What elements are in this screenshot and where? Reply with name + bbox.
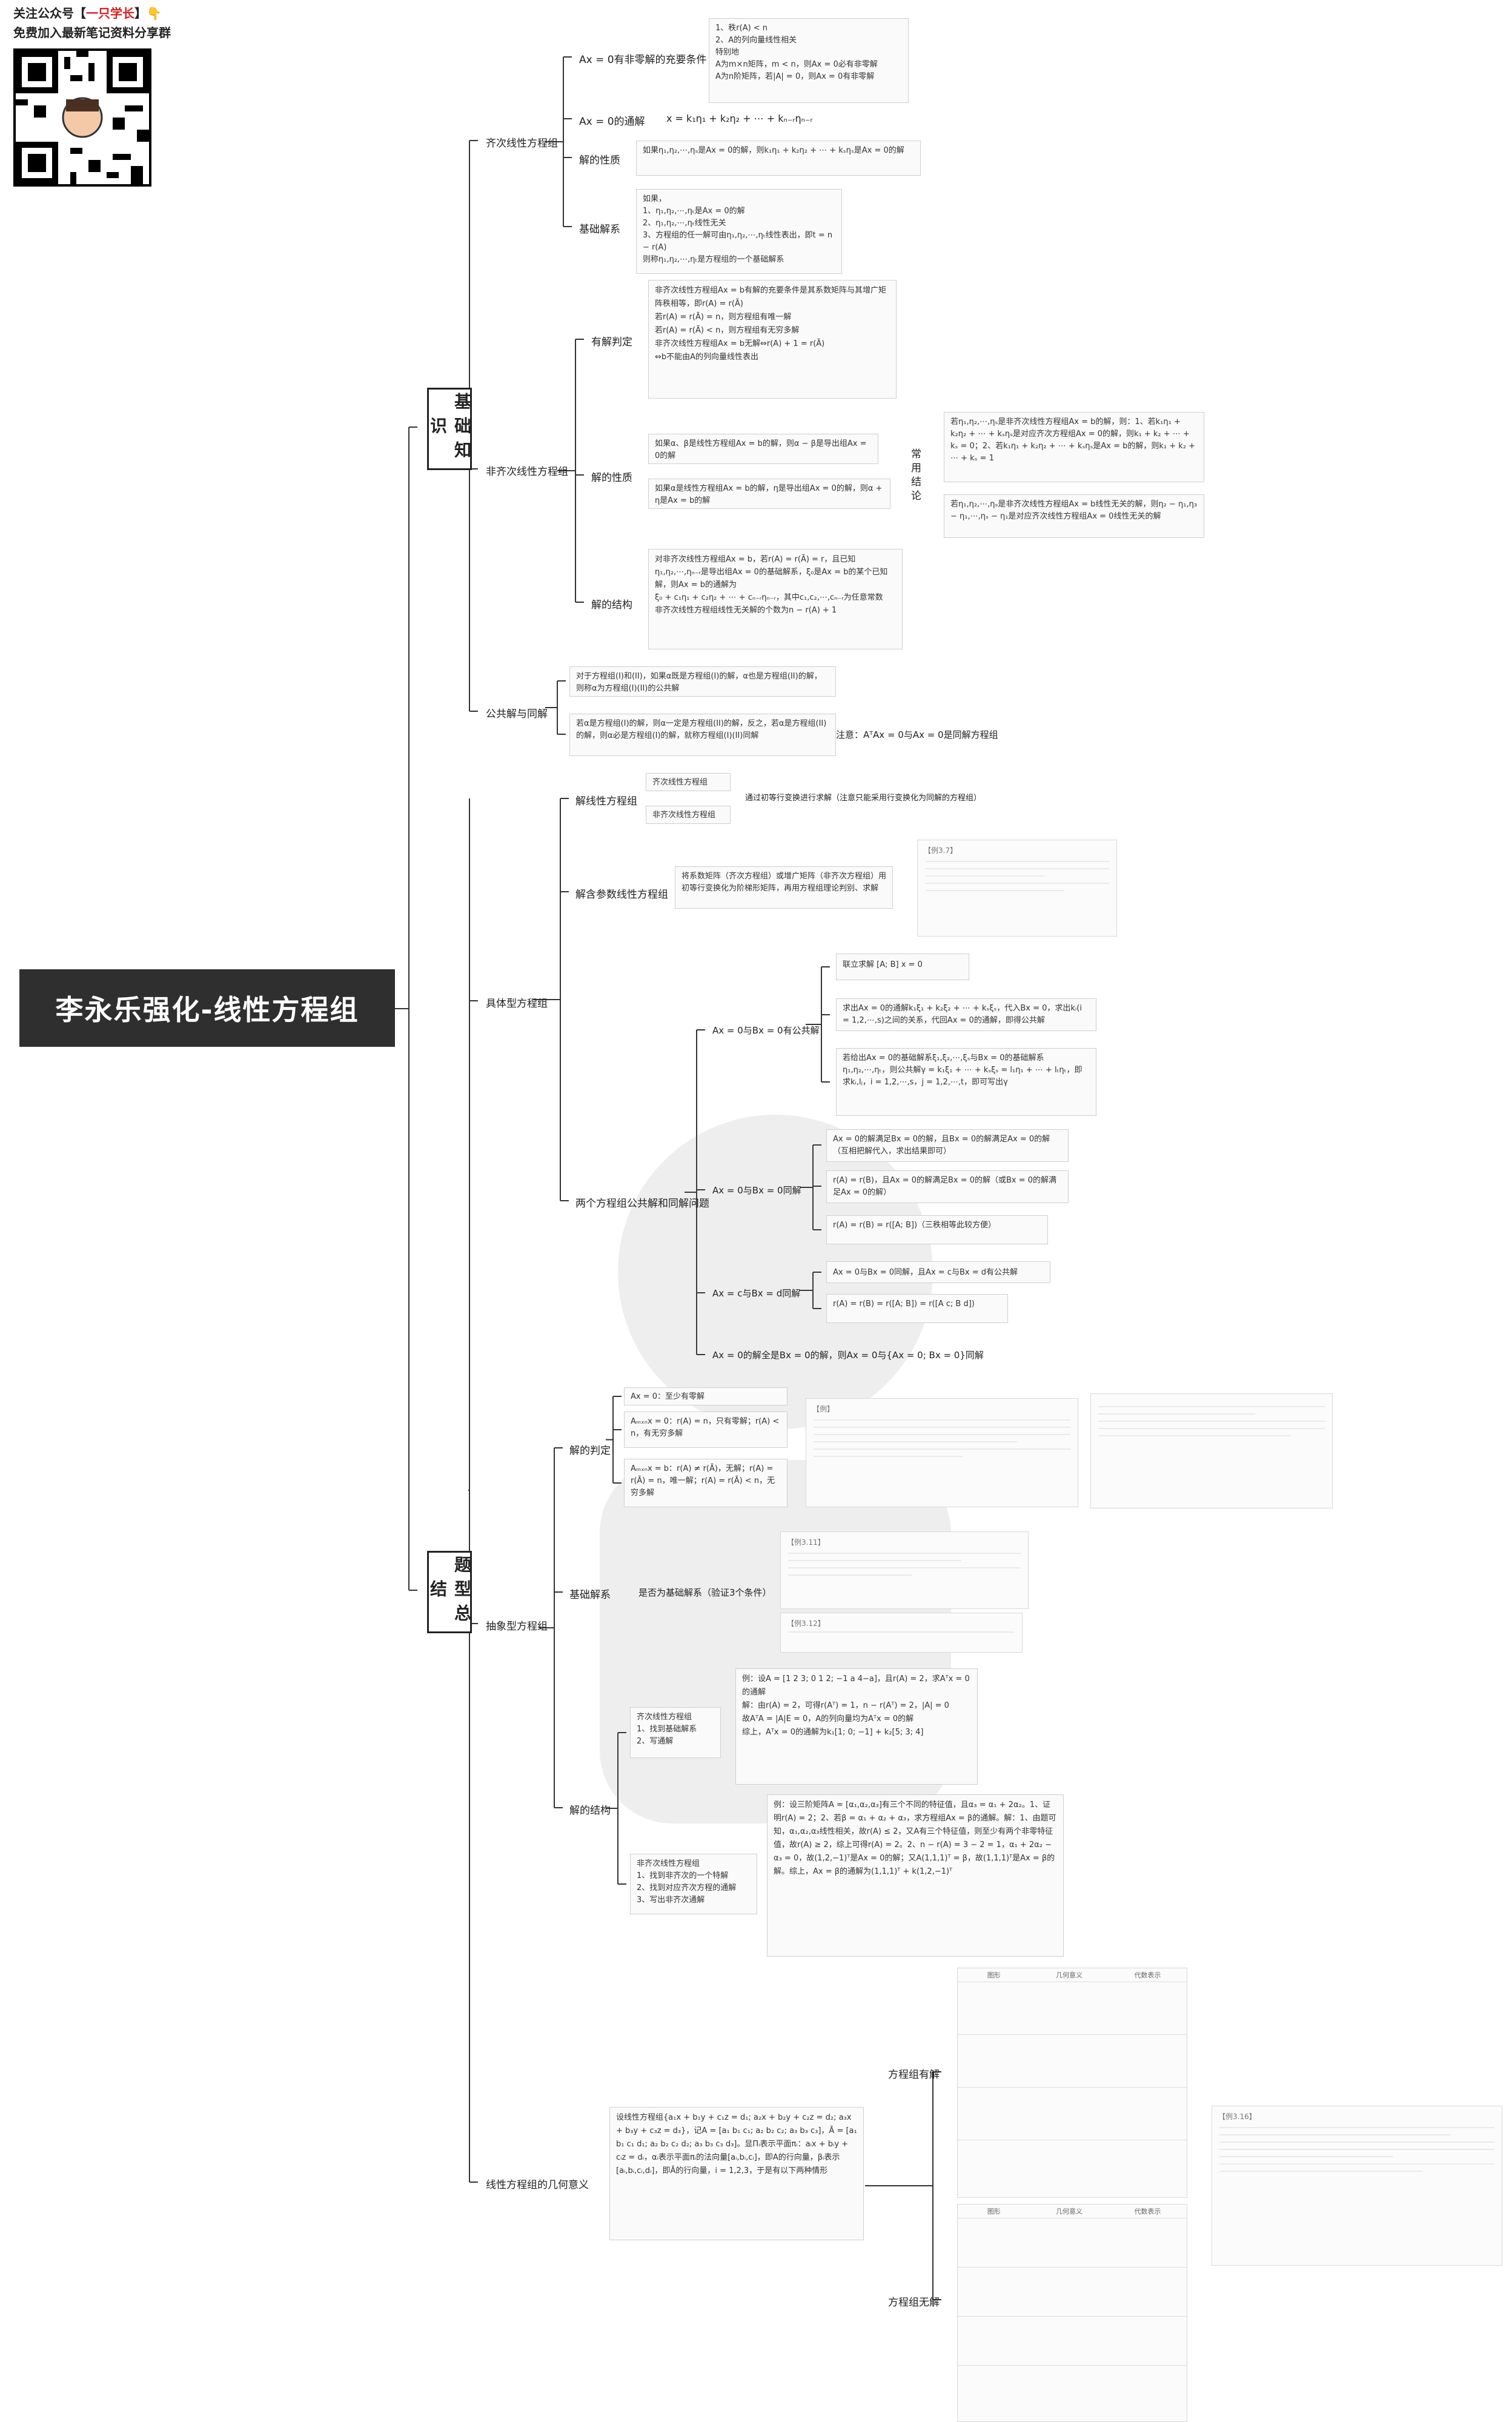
example-fund-figure-a[interactable]: 【例3.11】 [780, 1531, 1029, 1609]
node-general-solution[interactable]: Ax = 0的通解 [579, 116, 645, 128]
common-q1-label[interactable]: Ax = 0与Bx = 0有公共解 [712, 1025, 820, 1036]
fundamental-system-detail: 如果， 1、η₁,η₂,⋯,ηₜ是Ax = 0的解 2、η₁,η₂,⋯,ηₜ线性… [636, 189, 842, 274]
common-solution-note: 注意：AᵀAx = 0与Ax = 0是同解方程组 [836, 729, 998, 740]
example-parametric-figure[interactable]: 【例3.7】 [917, 840, 1117, 937]
node-geometry[interactable]: 线性方程组的几何意义 [486, 2179, 589, 2191]
node-common-two-systems[interactable]: 两个方程组公共解和同解问题 [575, 1198, 709, 1210]
follow-suffix: 】 [134, 6, 147, 21]
general-solution-formula: x = k₁η₁ + k₂η₂ + ⋯ + kₙ₋ᵣηₙ₋ᵣ [666, 113, 813, 124]
node-common-solution[interactable]: 公共解与同解 [486, 708, 548, 720]
node-nonzero-condition[interactable]: Ax = 0有非零解的充要条件 [579, 54, 707, 66]
node-solution-property-2[interactable]: 解的性质 [591, 472, 632, 484]
common-solution-def: 对于方程组(I)和(II)，如果α既是方程组(I)的解，α也是方程组(II)的解… [569, 666, 836, 697]
common-q3-a: Ax = 0与Bx = 0同解，且Ax = c与Bx = d有公共解 [826, 1261, 1050, 1283]
nonhomo-system-steps: 非齐次线性方程组 1、找到非齐次的一个特解 2、找到对应齐次方程的通解 3、写出… [630, 1854, 757, 1914]
judge-a: Ax = 0：至少有零解 [624, 1387, 788, 1405]
solve-nonhomogeneous: 非齐次线性方程组 [646, 806, 731, 824]
parametric-detail: 将系数矩阵（齐次方程组）或增广矩阵（非齐次方程组）用初等行变换化为阶梯形矩阵，再… [675, 866, 893, 909]
common-conclusion-a: 若η₁,η₂,⋯,ηₛ是非齐次线性方程组Ax = b的解，则：1、若k₁η₁ +… [944, 412, 1204, 482]
solution-structure-detail: 对非齐次线性方程组Ax = b，若r(A) = r(Ā) = r，且已知η₁,η… [648, 549, 903, 649]
common-q2-b: r(A) = r(B)，且Ax = 0的解满足Bx = 0的解（或Bx = 0的… [826, 1170, 1069, 1203]
judge-b: Aₘₓₙx = 0：r(A) = n，只有零解；r(A) < n，有无穷多解 [624, 1412, 788, 1448]
common-conclusion-b: 若η₁,η₂,⋯,ηₛ是非齐次线性方程组Ax = b线性无关的解，则η₂ − η… [944, 494, 1204, 538]
common-conclusion-label[interactable]: 常用结论 [909, 448, 921, 504]
node-homogeneous[interactable]: 齐次线性方程组 [486, 138, 558, 150]
solution-property-2b: 如果α是线性方程组Ax = b的解，η是导出组Ax = 0的解，则α + η是A… [648, 479, 890, 509]
section-basic[interactable]: 基础知识 [427, 388, 472, 470]
common-q1-b: 求出Ax = 0的通解k₁ξ₁ + k₂ξ₂ + ⋯ + kₛξₛ，代入Bx =… [836, 998, 1096, 1031]
node-solvable-criterion[interactable]: 有解判定 [591, 336, 632, 348]
homo-system-example: 例：设A = [1 2 3; 0 1 2; −1 a 4−a]，且r(A) = … [735, 1668, 978, 1785]
common-q3-b: r(A) = r(B) = r([A; B]) = r([A c; B d]) [826, 1294, 1008, 1323]
solvable-criterion-detail: 非齐次线性方程组Ax = b有解的充要条件是其系数矩阵与其增广矩阵秩相等，即r(… [648, 280, 897, 399]
node-no-solution[interactable]: 方程组无解 [888, 2297, 940, 2309]
solution-property-2a: 如果α、β是线性方程组Ax = b的解，则α − β是导出组Ax = 0的解 [648, 434, 878, 464]
qr-code[interactable] [13, 48, 151, 187]
solve-homogeneous: 齐次线性方程组 [646, 773, 731, 791]
join-group-note: 免费加入最新笔记资料分享群 [13, 25, 171, 40]
node-solution-property[interactable]: 解的性质 [579, 154, 620, 167]
homo-system-steps: 齐次线性方程组 1、找到基础解系 2、写通解 [630, 1707, 721, 1758]
brand-name: 一只学长 [86, 6, 134, 21]
node-has-solution[interactable]: 方程组有解 [888, 2069, 940, 2081]
solve-note: 通过初等行变换进行求解（注意只能采用行变换化为同解的方程组） [745, 794, 982, 803]
follow-prefix: 关注公众号【 [13, 6, 86, 21]
node-solution-structure[interactable]: 解的结构 [591, 599, 632, 611]
pointing-hand-icon: 👇 [147, 6, 162, 21]
node-nonhomogeneous[interactable]: 非齐次线性方程组 [486, 466, 568, 478]
node-fundamental-system[interactable]: 基础解系 [579, 224, 620, 236]
example-fund-figure-b[interactable]: 【例3.12】 [780, 1613, 1023, 1653]
node-solution-structure-2[interactable]: 解的结构 [569, 1805, 611, 1817]
same-solution-def: 若α是方程组(I)的解，则α一定是方程组(II)的解，反之，若α是方程组(II)… [569, 714, 836, 756]
section-topics[interactable]: 题型总结 [427, 1551, 472, 1633]
nonzero-condition-detail: 1、秩r(A) < n 2、A的列向量线性相关 特别地 A为m×n矩阵，m < … [709, 18, 909, 103]
example-judge-figure-2[interactable] [1090, 1393, 1333, 1508]
fundamental-system-2-detail: 是否为基础解系（验证3个条件） [638, 1587, 772, 1598]
common-q2-label[interactable]: Ax = 0与Bx = 0同解 [712, 1185, 801, 1196]
root-title: 李永乐强化-线性方程组 [19, 969, 395, 1047]
node-judge[interactable]: 解的判定 [569, 1445, 611, 1457]
follow-note: 关注公众号【一只学长】👇 [13, 5, 162, 22]
node-solve-linear[interactable]: 解线性方程组 [575, 795, 637, 808]
node-parametric[interactable]: 解含参数线性方程组 [575, 889, 668, 901]
node-abstract[interactable]: 抽象型方程组 [486, 1621, 548, 1633]
example-geometry-figure[interactable]: 【例3.16】 [1212, 2106, 1502, 2266]
common-q2-a: Ax = 0的解满足Bx = 0的解，且Bx = 0的解满足Ax = 0的解（互… [826, 1129, 1069, 1162]
solution-property-detail: 如果η₁,η₂,⋯,ηₛ是Ax = 0的解，则k₁η₁ + k₂η₂ + ⋯ +… [636, 141, 921, 176]
has-solution-table[interactable]: 图形 几何意义 代数表示 [957, 1968, 1187, 2198]
common-q3-label[interactable]: Ax = c与Bx = d同解 [712, 1288, 801, 1299]
no-solution-table[interactable]: 图形 几何意义 代数表示 [957, 2204, 1187, 2422]
example-judge-figure[interactable]: 【例】 [806, 1398, 1078, 1507]
judge-c: Aₘₓₙx = b：r(A) ≠ r(Ā)，无解；r(A) = r(Ā) = n… [624, 1459, 788, 1507]
nonhomo-system-example: 例：设三阶矩阵A = [α₁,α₂,α₃]有三个不同的特征值，且α₃ = α₁ … [767, 1794, 1064, 1957]
common-q1-c: 若给出Ax = 0的基础解系ξ₁,ξ₂,⋯,ξₛ与Bx = 0的基础解系η₁,η… [836, 1048, 1096, 1116]
common-q2-c: r(A) = r(B) = r([A; B])（三秩相等此较方便） [826, 1215, 1048, 1244]
common-q1-a: 联立求解 [A; B] x = 0 [836, 954, 969, 980]
common-q4-label[interactable]: Ax = 0的解全是Bx = 0的解，则Ax = 0与{Ax = 0; Bx =… [712, 1350, 984, 1361]
node-concrete[interactable]: 具体型方程组 [486, 998, 548, 1010]
geometry-detail: 设线性方程组{a₁x + b₁y + c₁z = d₁; a₂x + b₂y +… [609, 2107, 864, 2240]
qr-code-icon [16, 51, 149, 184]
node-fundamental-system-2[interactable]: 基础解系 [569, 1589, 611, 1601]
